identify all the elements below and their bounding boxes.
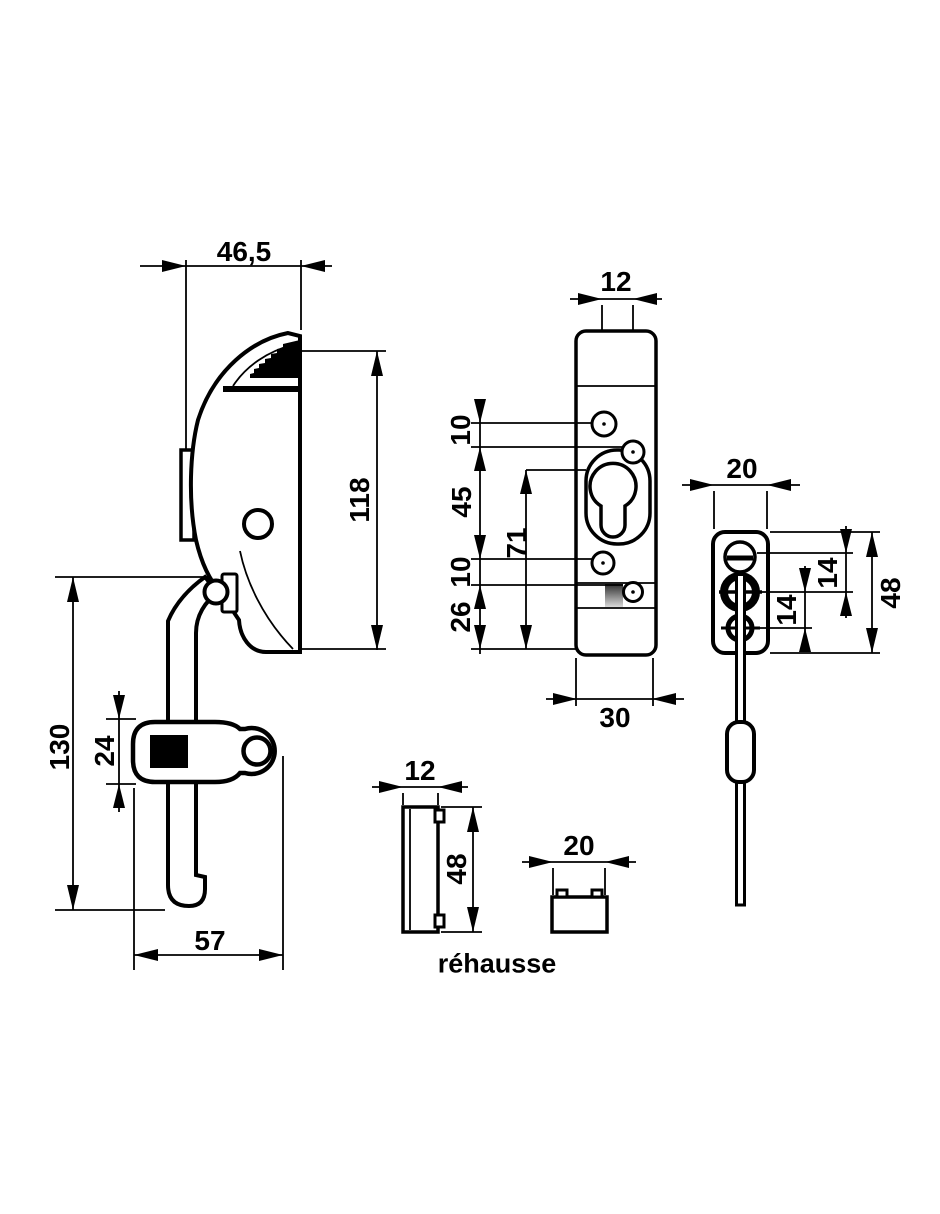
dim-label-total-height: 130 xyxy=(44,724,75,771)
riser-side-body xyxy=(401,805,440,934)
side-view-handle-square-drive xyxy=(150,735,188,768)
dim-label-bolt-offset: 10 xyxy=(445,556,476,587)
front-view: 12 10 45 10 26 71 30 xyxy=(445,266,684,733)
dim-arrow xyxy=(67,885,79,910)
dim-arrow xyxy=(67,577,79,602)
hole-center-dot xyxy=(631,450,635,454)
dim-label-body-height: 118 xyxy=(344,477,375,522)
dim-arrow xyxy=(799,628,811,652)
dim-arrow xyxy=(578,293,602,305)
riser-front-tab-right xyxy=(590,888,604,899)
dim-arrow xyxy=(474,585,486,609)
dim-arrow xyxy=(162,260,186,272)
dim-label-keeper-height: 48 xyxy=(875,577,906,608)
dim-arrow xyxy=(134,949,158,961)
dim-arrow xyxy=(113,695,125,719)
dim-arrow xyxy=(866,532,878,557)
hole-center-dot xyxy=(631,590,635,594)
dim-arrow xyxy=(474,447,486,471)
side-view-housing-curve xyxy=(239,550,294,650)
side-view: 46,5 118 130 24 57 xyxy=(44,236,386,970)
side-view-handle-ring xyxy=(241,735,273,767)
dim-arrow xyxy=(690,479,714,491)
dim-arrow xyxy=(438,781,462,793)
dim-label-riser-front-width: 20 xyxy=(563,830,594,861)
dim-arrow xyxy=(474,625,486,649)
side-view-knob xyxy=(242,508,274,540)
dim-label-hole-offset: 12 xyxy=(600,266,631,297)
riser-side-tab-bottom xyxy=(433,913,446,929)
dim-arrow xyxy=(301,260,325,272)
dim-arrow xyxy=(259,949,283,961)
dim-arrow xyxy=(379,781,403,793)
dim-arrow xyxy=(520,625,532,649)
riser-front-view: 20 xyxy=(522,830,636,934)
dim-arrow xyxy=(371,625,383,650)
dim-arrow xyxy=(553,693,577,705)
dim-label-riser-side-width: 12 xyxy=(404,755,435,786)
dim-label-bottom-margin: 26 xyxy=(445,601,476,632)
dim-arrow xyxy=(474,399,486,423)
hole-center-dot xyxy=(602,422,606,426)
riser-caption: réhausse xyxy=(438,948,557,978)
riser-front-body xyxy=(550,895,609,934)
dim-arrow xyxy=(474,535,486,559)
dim-label-screw-to-ring: 14 xyxy=(812,557,843,589)
side-view-body xyxy=(188,330,302,654)
side-view-pivot-pin xyxy=(202,578,230,606)
dim-label-center-span: 71 xyxy=(501,527,532,558)
dim-arrow xyxy=(840,529,852,553)
dim-arrow xyxy=(799,568,811,592)
dim-label-width-top: 46,5 xyxy=(217,236,272,267)
dim-label-cylinder-span: 45 xyxy=(446,486,477,517)
dim-arrow xyxy=(840,592,852,616)
dim-arrow xyxy=(467,807,479,832)
riser-side-tab-top xyxy=(433,808,446,824)
dim-arrow xyxy=(529,856,553,868)
dim-label-handle-length: 57 xyxy=(194,925,225,956)
front-plate-bolt xyxy=(605,584,623,607)
dim-arrow xyxy=(866,628,878,653)
dim-arrow xyxy=(605,856,629,868)
hole-center-dot xyxy=(601,561,605,565)
dim-arrow xyxy=(652,693,676,705)
dim-arrow xyxy=(113,784,125,808)
dim-label-ring-to-ring: 14 xyxy=(771,594,802,626)
riser-front-tab-left xyxy=(555,888,569,899)
euro-cylinder-keyway xyxy=(588,461,638,539)
dim-arrow xyxy=(467,907,479,932)
dim-label-keeper-width: 20 xyxy=(726,453,757,484)
dim-arrow xyxy=(767,479,791,491)
side-view-wedge xyxy=(250,340,300,378)
dim-label-riser-side-height: 48 xyxy=(441,853,472,884)
dim-label-hole-to-cylinder: 10 xyxy=(445,414,476,445)
dim-label-handle-thickness: 24 xyxy=(89,735,120,767)
keeper-view: 20 14 14 48 xyxy=(682,453,906,907)
cable-ferrule xyxy=(725,720,756,784)
dim-arrow xyxy=(371,351,383,376)
dim-arrow xyxy=(520,470,532,494)
dim-arrow xyxy=(633,293,657,305)
riser-side-view: 12 48 xyxy=(372,755,482,934)
dim-label-plate-width: 30 xyxy=(599,702,630,733)
